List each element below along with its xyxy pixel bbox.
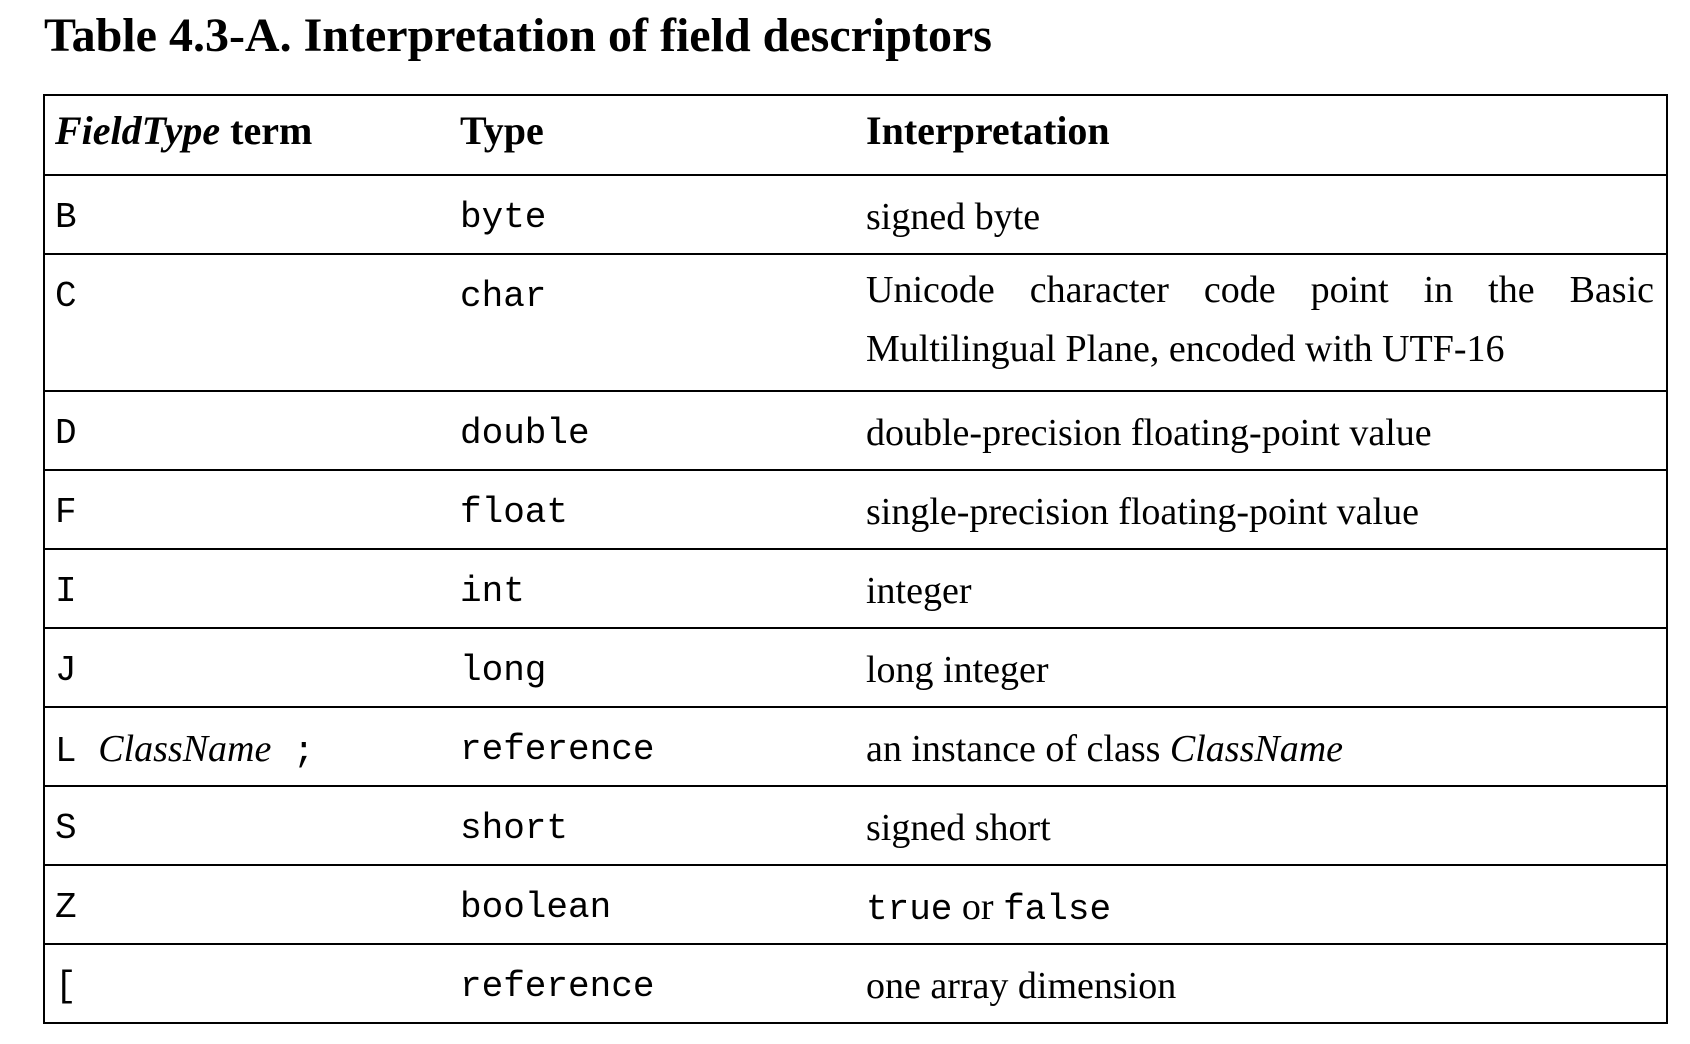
interpretation-cell: signed byte — [866, 196, 1041, 238]
header-fieldtype-italic: FieldType — [55, 108, 221, 153]
type-cell: short — [460, 808, 569, 849]
term-cell: Z — [55, 887, 77, 928]
table-row: Z boolean true or false — [44, 865, 1667, 944]
header-interpretation: Interpretation — [856, 95, 1667, 176]
term-suffix: ; — [292, 731, 315, 772]
interpretation-true: true — [866, 889, 953, 930]
table-row: L ClassName ; reference an instance of c… — [44, 707, 1667, 786]
type-cell: long — [460, 650, 547, 691]
interpretation-classname: ClassName — [1169, 728, 1344, 770]
type-cell: double — [460, 413, 590, 454]
term-cell: S — [55, 808, 77, 849]
table-header-row: FieldType term Type Interpretation — [44, 95, 1667, 176]
table-row: F float single-precision floating-point … — [44, 470, 1667, 549]
type-cell: reference — [460, 966, 655, 1007]
term-cell: I — [55, 571, 77, 612]
table-row: [ reference one array dimension — [44, 944, 1667, 1023]
type-cell: boolean — [460, 887, 612, 928]
term-cell: L ClassName ; — [44, 707, 450, 786]
type-cell: int — [460, 571, 525, 612]
interpretation-cell: integer — [866, 570, 972, 612]
interpretation-cell: signed short — [866, 807, 1051, 849]
header-type: Type — [450, 95, 856, 176]
header-fieldtype-rest: term — [220, 108, 313, 153]
interpretation-or: or — [952, 886, 1004, 928]
interpretation-cell: one array dimension — [866, 965, 1177, 1007]
type-cell: reference — [460, 729, 655, 770]
term-cell: [ — [55, 966, 77, 1007]
interpretation-prefix: an instance of class — [866, 728, 1170, 770]
term-cell: B — [55, 197, 77, 238]
interpretation-cell: long integer — [866, 649, 1049, 691]
table-row: S short signed short — [44, 786, 1667, 865]
interpretation-false: false — [1003, 889, 1112, 930]
interpretation-cell: double-precision floating-point value — [866, 412, 1432, 454]
term-cell: F — [55, 492, 77, 533]
type-cell: byte — [460, 197, 547, 238]
type-cell: char — [460, 276, 547, 317]
interpretation-cell: single-precision floating-point value — [866, 491, 1419, 533]
table-caption: Table 4.3-A. Interpretation of field des… — [44, 9, 992, 62]
interpretation-cell: an instance of class ClassName — [856, 707, 1667, 786]
type-cell: float — [460, 492, 569, 533]
table-row: C char Unicode character code point in t… — [44, 254, 1667, 391]
table-row: D double double-precision floating-point… — [44, 391, 1667, 470]
term-cell: C — [55, 276, 77, 317]
interpretation-cell: Unicode character code point in the Basi… — [866, 269, 1654, 370]
table-row: I int integer — [44, 549, 1667, 628]
field-descriptor-table: FieldType term Type Interpretation B byt… — [43, 94, 1668, 1024]
term-cell: J — [55, 650, 77, 691]
term-cell: D — [55, 413, 77, 454]
term-classname: ClassName — [98, 728, 272, 770]
term-prefix: L — [55, 731, 77, 772]
interpretation-cell: true or false — [856, 865, 1667, 944]
table-row: B byte signed byte — [44, 175, 1667, 254]
header-fieldtype-term: FieldType term — [44, 95, 450, 176]
table-row: J long long integer — [44, 628, 1667, 707]
